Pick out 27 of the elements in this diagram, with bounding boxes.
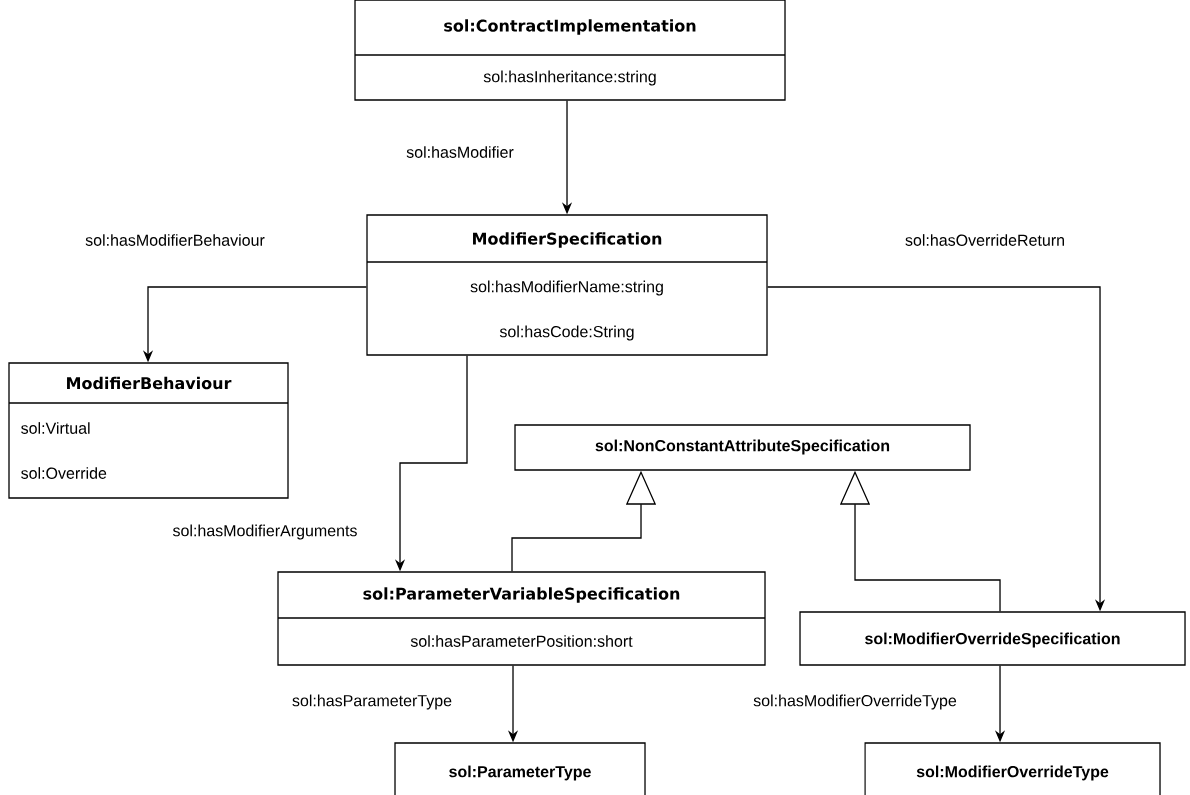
edge-label: sol:hasModifierBehaviour [84,233,266,247]
class-box [864,742,1161,795]
class-name: sol:NonConstantAttributeSpecification [595,439,890,455]
class-name: sol:ParameterType [449,765,591,781]
edge-label: sol:hasParameterType [290,693,454,711]
attribute-text: sol:hasModifierName:string [470,280,663,296]
class-name: sol:ContractImplementation [444,19,696,35]
attribute-text: sol:hasCode:String [499,325,634,341]
class-name: ModifierBehaviour [67,376,232,390]
class-box [277,571,766,666]
class-name: sol:ModifierOverrideType [916,765,1109,781]
attribute-text: sol:hasParameterPosition:short [410,635,633,647]
attribute-text: sol:Override [21,467,107,479]
attribute-text: sol:hasInheritance:string [483,70,656,86]
class-box [366,214,768,356]
edge-label: sol:hasModifier [405,145,515,159]
class-box [394,742,646,795]
class-name: sol:ModifierOverrideSpecification [865,632,1120,648]
class-box [8,362,289,499]
edge-label: sol:hasOverrideReturn [904,233,1067,247]
class-name: sol:ParameterVariableSpecification [363,587,680,603]
edge-label: sol:hasModifierArguments [171,523,359,541]
attribute-text: sol:Virtual [21,422,90,434]
edge-label: sol:hasModifierOverrideType [752,693,958,711]
class-name: ModifierSpecification [473,232,662,248]
class-box [354,0,786,101]
class-box [799,611,1186,666]
